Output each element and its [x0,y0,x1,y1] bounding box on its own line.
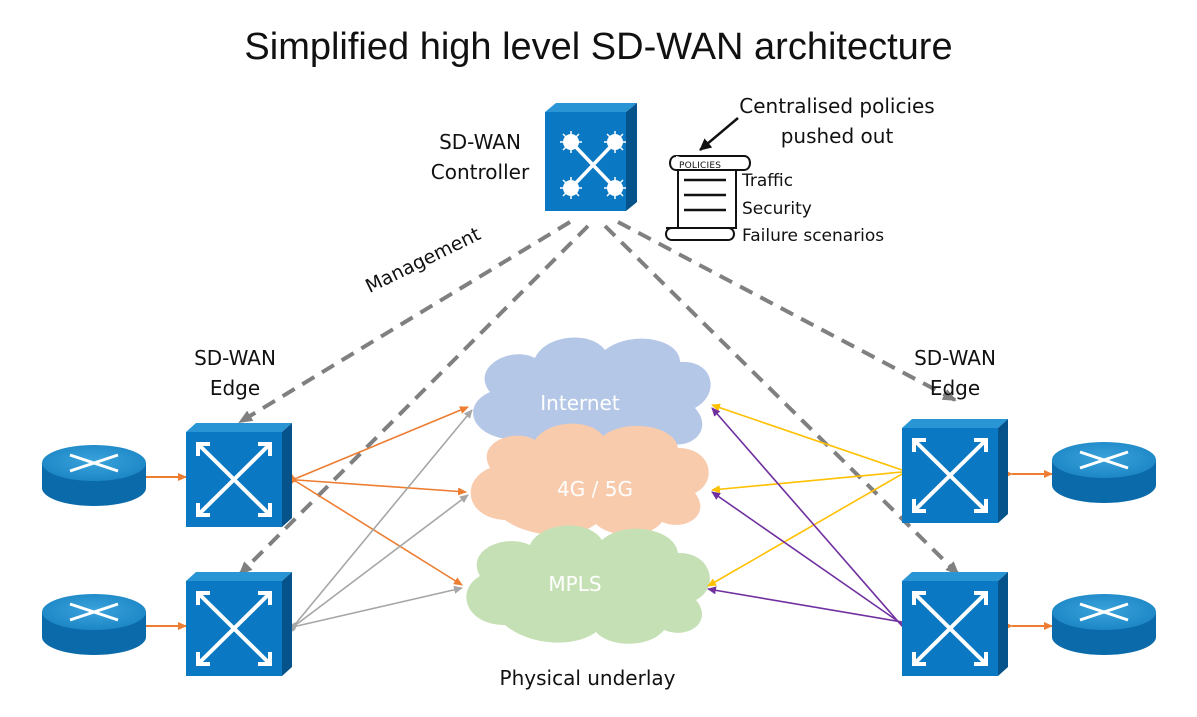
cloud-internet [473,337,711,456]
cloud-mpls [466,525,710,644]
left-top-router-icon [42,445,146,506]
right-bottom-router-icon [1052,594,1156,655]
right-edge-label-line2: Edge [929,376,981,400]
policy-item: Failure scenarios [742,226,885,246]
router-links [138,470,1053,630]
right-edge-label-line1: SD-WAN [914,346,996,370]
diagram-title: Simplified high level SD-WAN architectur… [244,26,953,68]
policy-item: Traffic [742,171,794,191]
controller-label-line1: SD-WAN [439,130,521,154]
left-top-edge-links [288,406,469,586]
policy-note-line2: pushed out [780,124,894,148]
policy-note: Centralised policies pushed out [722,91,952,151]
left-edge-label-line1: SD-WAN [194,346,276,370]
policy-item: Security [742,198,812,219]
controller-label-line2: Controller [430,160,530,184]
right-top-router-icon [1052,442,1156,503]
right-edge-label: SD-WAN Edge [900,343,1010,403]
policy-items-list: Traffic Security Failure scenarios [742,168,884,251]
mgmt-link-right-bottom [603,224,960,576]
left-edge-label-line2: Edge [209,376,261,400]
cloud-4g-5g [470,423,709,535]
controller-device-icon [545,103,637,211]
left-bottom-edge-device-icon [186,572,292,676]
left-top-edge-device-icon [186,423,292,527]
left-edge-label: SD-WAN Edge [180,343,290,403]
policy-note-arrow [699,117,739,151]
mgmt-link-left-top [238,220,572,424]
right-bottom-edge-device-icon [902,572,1008,676]
right-top-edge-device-icon [902,419,1008,523]
policy-doc-heading: POLICIES [679,161,722,171]
right-bottom-edge-links [707,407,911,635]
cloud-mpls-label: MPLS [548,572,602,596]
cloud-4g-5g-label: 4G / 5G [557,477,633,501]
policy-document-icon [665,155,751,241]
right-top-edge-links [707,403,911,587]
underlay-label: Physical underlay [499,666,676,690]
controller-label: SD-WAN Controller [420,127,540,187]
cloud-internet-label: Internet [540,391,620,415]
mgmt-link-left-bottom [238,224,590,576]
left-bottom-router-icon [42,594,146,655]
left-bottom-edge-links [288,409,473,633]
management-links [238,220,960,576]
policy-note-line1: Centralised policies [739,94,935,118]
mgmt-link-right-top [617,220,957,402]
